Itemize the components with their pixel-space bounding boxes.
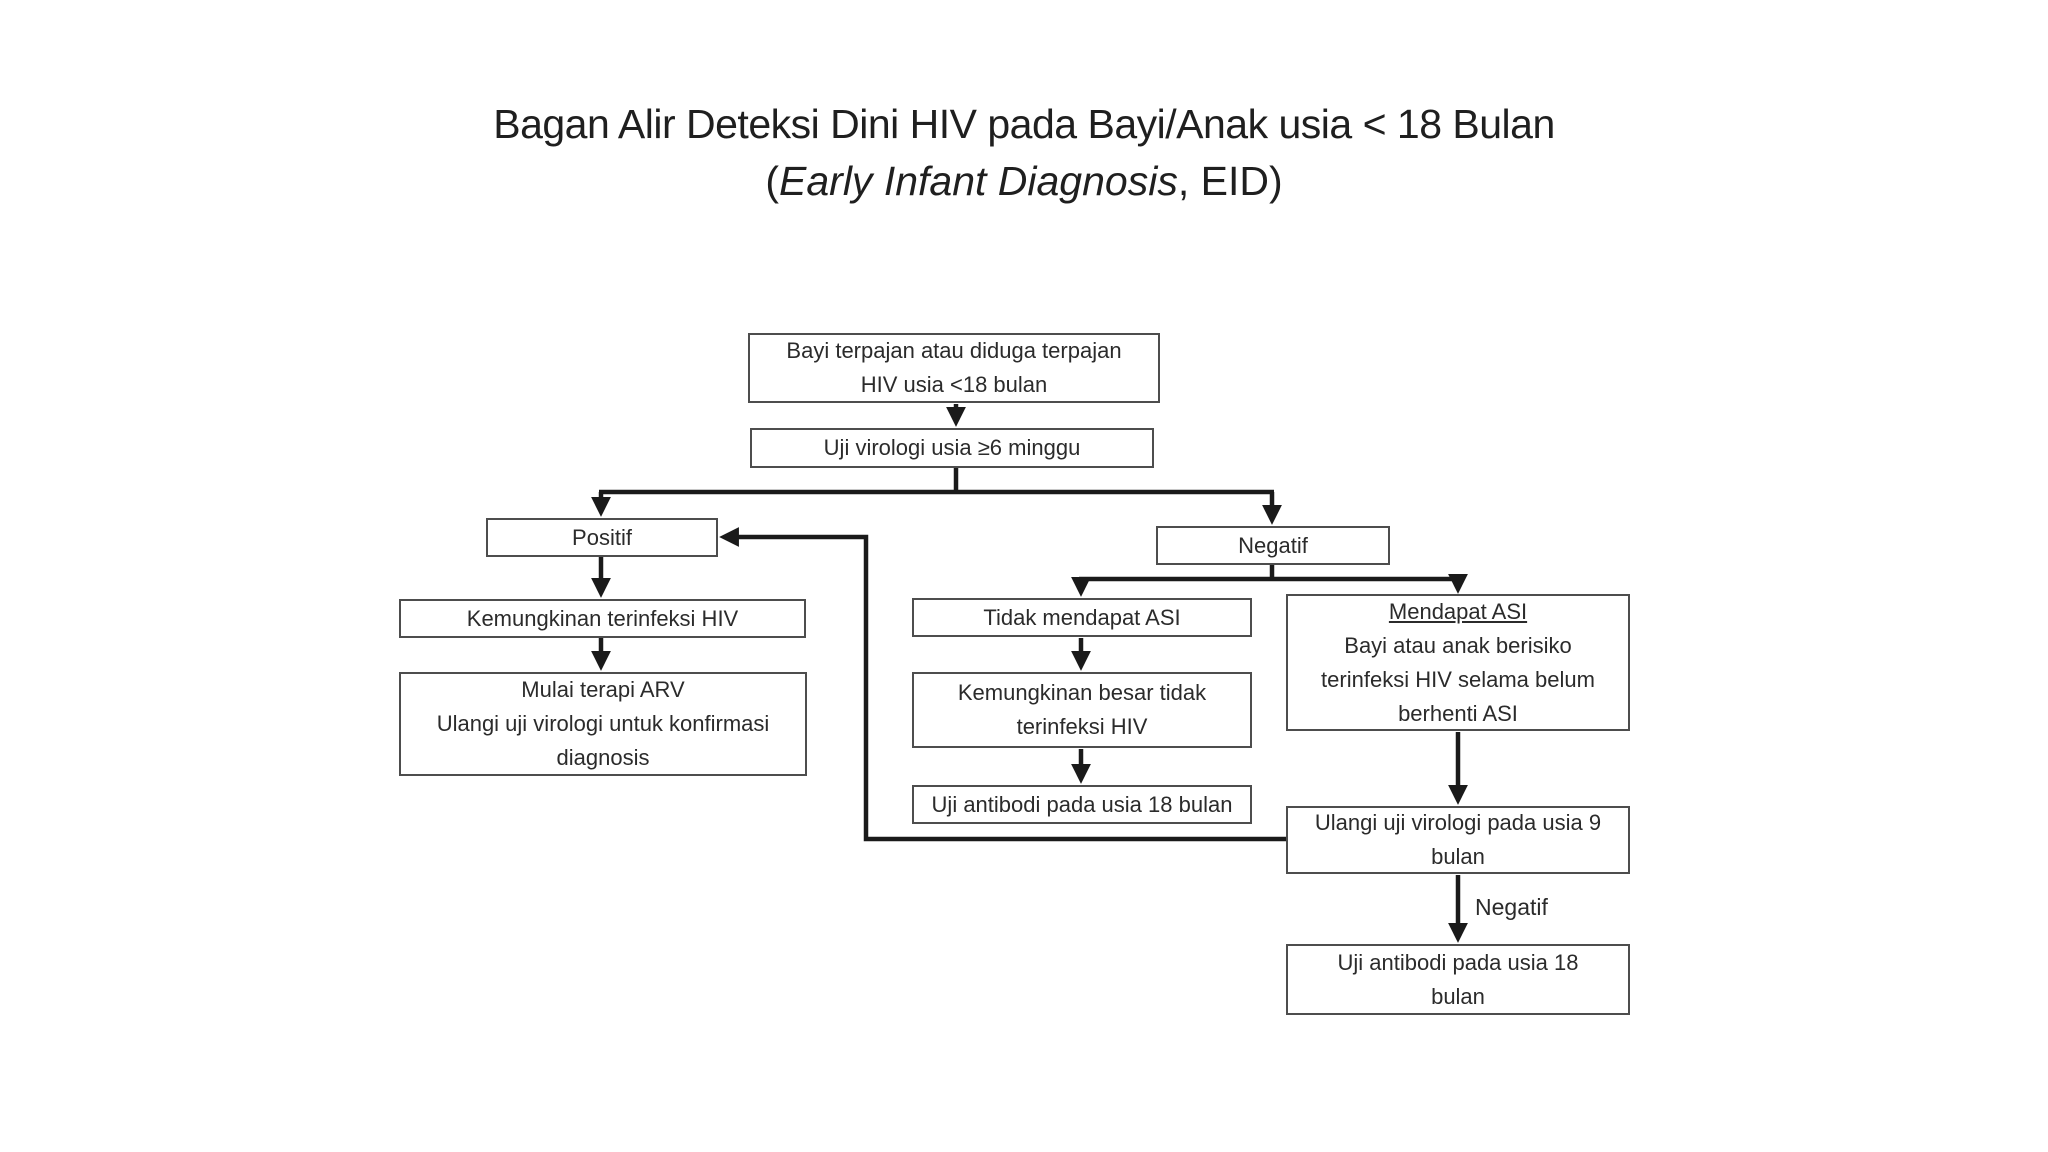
edge-feedback-to-positive: [719, 527, 1286, 842]
node-text-line-underlined: Mendapat ASI: [1388, 598, 1528, 624]
node-antibody-18-final: Uji antibodi pada usia 18 bulan: [1286, 944, 1630, 1015]
node-text-line: Uji antibodi pada usia 18 bulan: [931, 791, 1233, 817]
title-line2-rest: , EID): [1177, 158, 1283, 204]
node-negative: Negatif: [1156, 526, 1390, 565]
node-text-line: Kemungkinan terinfeksi HIV: [466, 605, 739, 631]
node-no-breastfeeding: Tidak mendapat ASI: [912, 598, 1252, 637]
node-text-line: berhenti ASI: [1398, 700, 1518, 726]
node-text-line: diagnosis: [556, 745, 650, 770]
node-text-line: Mulai terapi ARV: [521, 677, 685, 702]
node-start-arv: Mulai terapi ARV Ulangi uji virologi unt…: [399, 672, 807, 776]
node-text-line: terinfeksi HIV: [1016, 714, 1148, 739]
node-exposed-infant: Bayi terpajan atau diduga terpajan HIV u…: [748, 333, 1160, 403]
node-text-line: Bayi atau anak berisiko: [1344, 632, 1572, 658]
node-text-line: Ulangi uji virologi pada usia 9: [1314, 810, 1602, 835]
node-text-line: Bayi terpajan atau diduga terpajan: [786, 338, 1122, 363]
node-text-line: Kemungkinan besar tidak: [957, 680, 1207, 705]
node-text-line: bulan: [1431, 983, 1485, 1009]
node-text-line: Ulangi uji virologi untuk konfirmasi: [436, 711, 770, 736]
node-text-line: bulan: [1431, 844, 1485, 869]
node-text-line: Negatif: [1238, 532, 1308, 558]
edge-label-negatif: Negatif: [1475, 894, 1548, 920]
node-virology-test: Uji virologi usia ≥6 minggu: [750, 428, 1154, 468]
node-likely-infected: Kemungkinan terinfeksi HIV: [399, 599, 806, 638]
title-line-1: Bagan Alir Deteksi Dini HIV pada Bayi/An…: [493, 101, 1555, 147]
node-positive: Positif: [486, 518, 718, 557]
title-line-2: (Early Infant Diagnosis, EID): [0, 153, 2048, 210]
page-title: Bagan Alir Deteksi Dini HIV pada Bayi/An…: [0, 96, 2048, 210]
node-text-line: Tidak mendapat ASI: [983, 604, 1181, 630]
node-text-line: Uji antibodi pada usia 18: [1337, 949, 1579, 975]
node-text-line: terinfeksi HIV selama belum: [1321, 666, 1595, 692]
node-text-line: Uji virologi usia ≥6 minggu: [823, 435, 1081, 460]
title-italic-text: Early Infant Diagnosis: [779, 158, 1178, 204]
node-text-line: HIV usia <18 bulan: [860, 372, 1048, 397]
node-antibody-18: Uji antibodi pada usia 18 bulan: [912, 785, 1252, 824]
title-paren-open: (: [765, 158, 780, 204]
node-text-line: Positif: [572, 524, 632, 550]
node-likely-not-infected: Kemungkinan besar tidak terinfeksi HIV: [912, 672, 1252, 748]
node-repeat-virology-9: Ulangi uji virologi pada usia 9 bulan: [1286, 806, 1630, 874]
node-breastfeeding: Mendapat ASI Bayi atau anak berisiko ter…: [1286, 594, 1630, 731]
